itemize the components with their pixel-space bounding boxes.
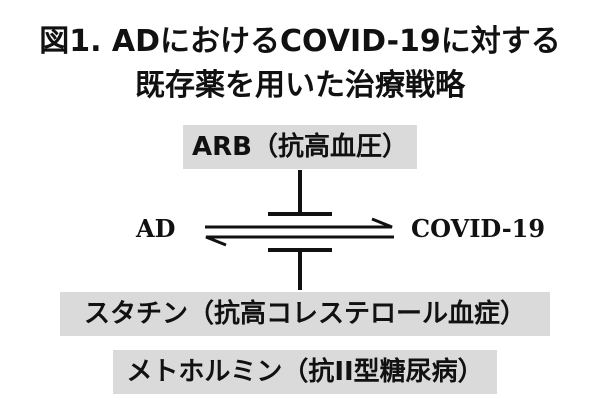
statin-box: スタチン（抗高コレステロール血症） bbox=[60, 292, 550, 336]
page-subtitle: 既存薬を用いた治療戦略 bbox=[135, 68, 465, 103]
arrow-left-icon bbox=[205, 235, 394, 247]
metformin-box: メトホルミン（抗II型糖尿病） bbox=[113, 350, 497, 394]
page-title: 図1. ADにおけるCOVID-19に対する bbox=[39, 24, 561, 59]
arb-box: ARB（抗高血圧） bbox=[183, 125, 417, 169]
ad-node: AD bbox=[136, 214, 176, 243]
arrow-right-icon bbox=[205, 217, 393, 229]
inhibit-top-icon bbox=[268, 170, 332, 216]
covid-node: COVID-19 bbox=[411, 214, 546, 243]
inhibit-bottom-icon bbox=[268, 248, 332, 290]
